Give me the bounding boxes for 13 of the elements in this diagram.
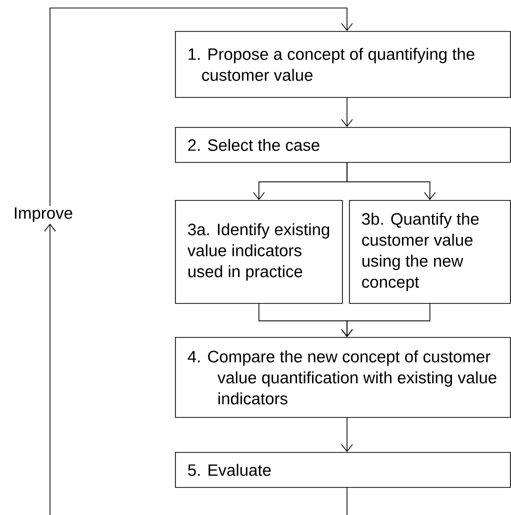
process-box: 3b. Quantify the customer value using the new concept [349,200,511,304]
arrow [341,97,353,127]
process-box: 5. Evaluate [175,452,511,488]
arrow [341,417,353,452]
process-box: 3a. Identify existing value indicators used in practice [175,200,343,304]
arrow [50,8,353,206]
arrow [346,162,436,200]
process-box: 4. Compare the new concept of customer value quantification with existing value indicators [175,337,511,418]
arrow [44,224,348,515]
loop-label: Improve [14,207,72,222]
process-box: 2. Select the case [175,127,511,163]
process-box: 1. Propose a concept of quantifying the customer value [175,31,511,98]
arrow [341,303,430,337]
